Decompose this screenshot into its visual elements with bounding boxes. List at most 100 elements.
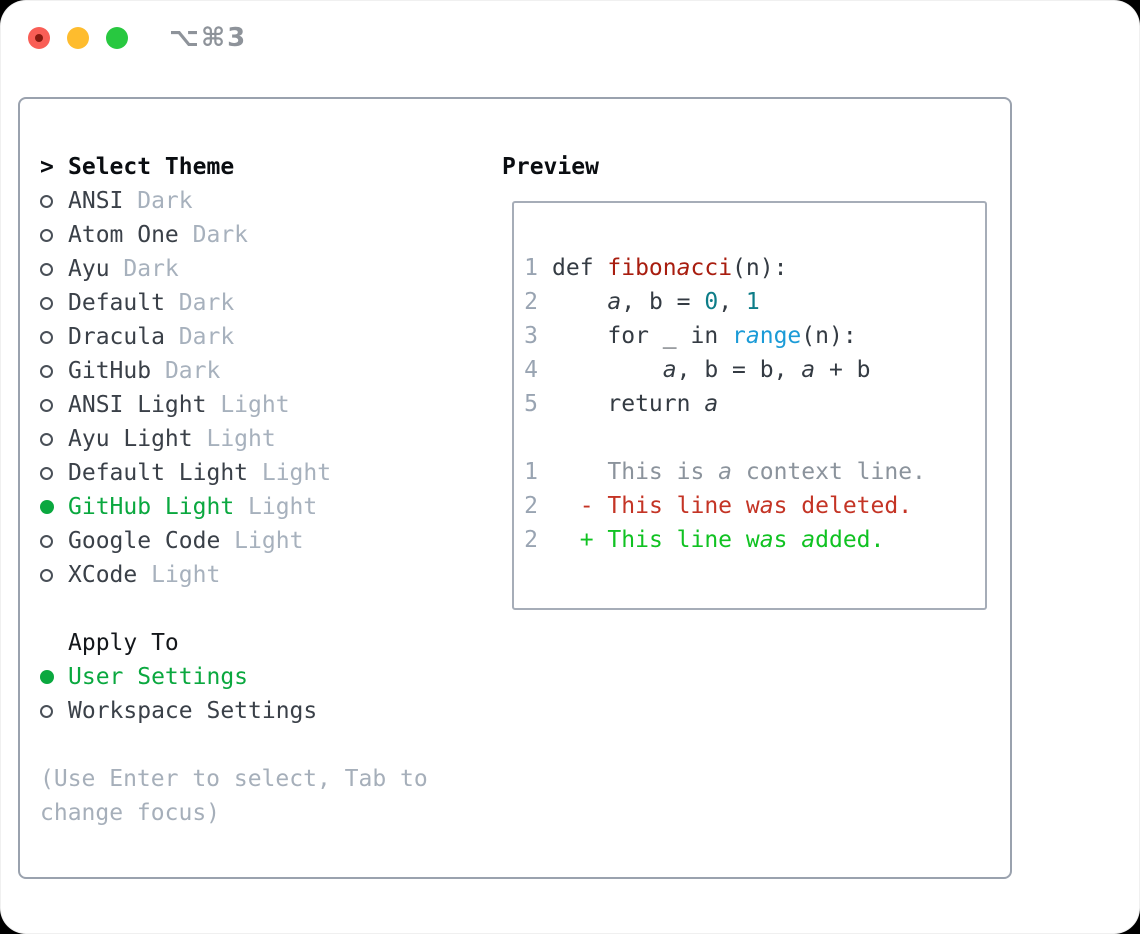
code-token: (n):	[801, 323, 857, 349]
option-label: ANSI Light	[68, 392, 207, 418]
radio-icon[interactable]	[40, 704, 68, 718]
option-label: GitHub	[68, 358, 152, 384]
theme-option[interactable]: Atom One Dark	[40, 218, 428, 252]
preview-heading: Preview	[502, 154, 599, 180]
theme-option[interactable]: Default Light Light	[40, 456, 428, 490]
option-label: XCode	[68, 562, 138, 588]
theme-option[interactable]: ANSI Dark	[40, 184, 428, 218]
option-label: Atom One	[68, 222, 179, 248]
option-label: GitHub Light	[68, 494, 235, 520]
line-number: 2	[524, 289, 538, 315]
option-variant-label: Light	[137, 562, 221, 588]
code-token: a, b = b, a + b	[662, 357, 871, 383]
radio-icon[interactable]	[40, 432, 68, 446]
radio-icon[interactable]	[40, 534, 68, 548]
line-number: 1	[524, 255, 538, 281]
theme-option[interactable]: GitHub Light Light	[40, 490, 428, 524]
option-label: Ayu Light	[68, 426, 193, 452]
option-label: Google Code	[68, 528, 221, 554]
radio-icon[interactable]	[40, 398, 68, 412]
spacer	[40, 592, 428, 626]
option-label: Default	[68, 290, 165, 316]
radio-icon[interactable]	[40, 262, 68, 276]
radio-icon[interactable]	[40, 296, 68, 310]
apply-to-heading-label: Apply To	[68, 630, 179, 656]
edited-indicator-icon	[35, 33, 43, 42]
radio-icon[interactable]	[40, 364, 68, 378]
option-variant-label: Light	[220, 528, 304, 554]
preview-line: 2 + This line was added.	[524, 523, 985, 557]
code-token	[552, 493, 580, 519]
option-variant-label: Light	[192, 426, 276, 452]
code-token: fibonacci	[607, 255, 733, 281]
theme-option[interactable]: GitHub Dark	[40, 354, 428, 388]
option-variant-label: Light	[248, 460, 332, 486]
preview-line: 4 a, b = b, a + b	[524, 353, 985, 387]
preview-line: 5 return a	[524, 387, 985, 421]
line-number: 4	[524, 357, 538, 383]
hint-line-2: change focus)	[40, 800, 221, 826]
line-number: 1	[524, 459, 538, 485]
apply-to-option[interactable]: User Settings	[40, 660, 428, 694]
hint-text: (Use Enter to select, Tab to change focu…	[40, 762, 428, 830]
code-token: range	[732, 323, 802, 349]
radio-selected-icon[interactable]	[40, 500, 68, 514]
close-button[interactable]	[28, 26, 50, 49]
radio-icon[interactable]	[40, 466, 68, 480]
apply-to-heading: Apply To	[40, 626, 428, 660]
option-variant-label: Dark	[164, 290, 235, 316]
theme-option[interactable]: Default Dark	[40, 286, 428, 320]
theme-option[interactable]: Ayu Dark	[40, 252, 428, 286]
select-theme-heading-label: Select Theme	[68, 154, 235, 180]
radio-icon[interactable]	[40, 194, 68, 208]
apply-to-option[interactable]: Workspace Settings	[40, 694, 428, 728]
theme-option[interactable]: ANSI Light Light	[40, 388, 428, 422]
titlebar: ⌥⌘3	[28, 23, 247, 53]
line-number: 2	[524, 527, 538, 553]
preview-line: 2 a, b = 0, 1	[524, 285, 985, 319]
code-token: This is a context line.	[552, 459, 926, 485]
theme-option[interactable]: Google Code Light	[40, 524, 428, 558]
preview-line: 3 for _ in range(n):	[524, 319, 985, 353]
theme-option[interactable]: Dracula Dark	[40, 320, 428, 354]
minimize-button[interactable]	[67, 26, 89, 49]
theme-option[interactable]: Ayu Light Light	[40, 422, 428, 456]
code-token: return a	[552, 391, 719, 417]
preview-line: 1 This is a context line.	[524, 455, 985, 489]
option-label: Ayu	[68, 256, 110, 282]
option-variant-label: Light	[206, 392, 290, 418]
radio-selected-icon[interactable]	[40, 670, 68, 684]
zoom-button[interactable]	[106, 26, 128, 49]
theme-option[interactable]: XCode Light	[40, 558, 428, 592]
option-label: Workspace Settings	[68, 698, 318, 724]
line-number: 2	[524, 493, 538, 519]
radio-icon[interactable]	[40, 330, 68, 344]
window-title-shortcut: ⌥⌘3	[169, 22, 248, 53]
option-label: User Settings	[68, 664, 249, 690]
radio-icon[interactable]	[40, 568, 68, 582]
radio-icon[interactable]	[40, 228, 68, 242]
line-number: 5	[524, 391, 538, 417]
hint-line-1: (Use Enter to select, Tab to	[40, 766, 428, 792]
code-token: def	[552, 255, 608, 281]
code-token: - This line was deleted.	[579, 493, 913, 519]
select-theme-heading: > Select Theme	[40, 150, 428, 184]
preview-line	[524, 421, 985, 455]
code-token: + This line was added.	[579, 527, 885, 553]
code-token: 1	[745, 289, 760, 315]
code-token: for _ in	[552, 323, 733, 349]
code-token: ,	[718, 289, 746, 315]
option-label: ANSI	[68, 188, 124, 214]
option-variant-label: Dark	[164, 324, 235, 350]
option-variant-label: Light	[234, 494, 318, 520]
option-variant-label: Dark	[109, 256, 179, 282]
option-label: Dracula	[68, 324, 165, 350]
option-label: Default Light	[68, 460, 249, 486]
option-variant-label: Dark	[178, 222, 249, 248]
spacer	[40, 728, 428, 762]
